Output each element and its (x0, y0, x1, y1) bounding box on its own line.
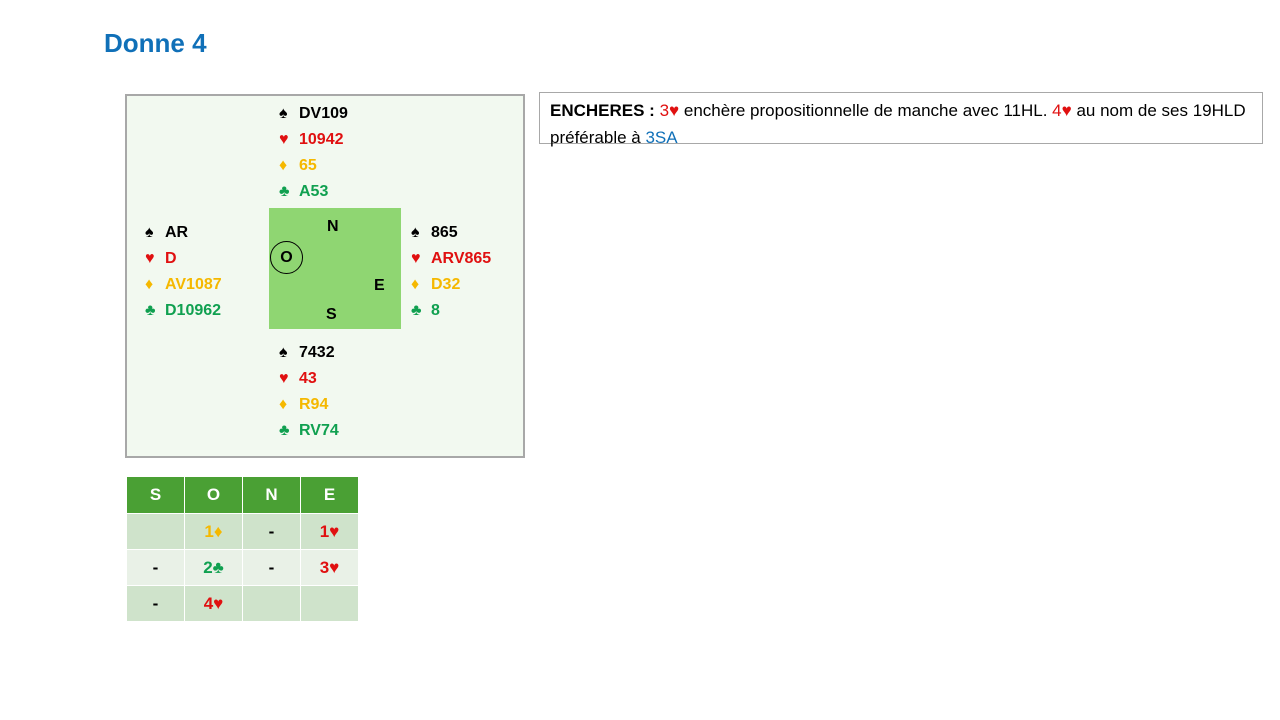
comment-bid-2: 4♥ (1052, 101, 1072, 120)
spade-icon: ♠ (279, 105, 288, 122)
west-diamonds: AV1087 (165, 276, 222, 293)
bid-cell: 1♥ (300, 513, 359, 550)
header-east: E (300, 476, 359, 514)
hand-east: ♠ 865 ♥ ARV865 ♦ D32 ♣ 8 (411, 220, 491, 324)
north-hearts: 10942 (299, 131, 344, 148)
header-south: S (126, 476, 185, 514)
comment-text-2: au nom de ses 19HLD préférable à (550, 101, 1246, 147)
bidding-header-row: S O N E (126, 476, 359, 514)
compass-north: N (327, 218, 339, 235)
spade-icon: ♠ (145, 224, 154, 241)
deal-diagram: ♠ DV109 ♥ 10942 ♦ 65 ♣ A53 ♠ AR ♥ D ♦ AV1087 ♣ D… (125, 94, 525, 458)
bidding-row: 1♦ - 1♥ (126, 513, 359, 550)
bidding-comment: ENCHERES : 3♥ enchère propositionnelle d… (539, 92, 1263, 147)
north-clubs: A53 (299, 183, 329, 200)
bid-cell: 2♣ (184, 549, 243, 586)
hand-west: ♠ AR ♥ D ♦ AV1087 ♣ D10962 (145, 220, 222, 324)
bid-cell (242, 585, 301, 622)
bid-cell: - (242, 549, 301, 586)
compass: N O E S (269, 208, 401, 329)
compass-east: E (374, 277, 385, 294)
compass-west-dealer: O (270, 241, 303, 274)
page-title: Donne 4 (104, 28, 207, 58)
bid-cell: - (126, 585, 185, 622)
south-hearts: 43 (299, 370, 317, 387)
west-clubs: D10962 (165, 302, 222, 319)
club-icon: ♣ (279, 183, 290, 200)
south-spades: 7432 (299, 344, 335, 361)
diamond-icon: ♦ (411, 276, 420, 293)
bid-cell (126, 513, 185, 550)
hand-north: ♠ DV109 ♥ 10942 ♦ 65 ♣ A53 (279, 101, 348, 205)
bid-cell: 3♥ (300, 549, 359, 586)
north-spades: DV109 (299, 105, 348, 122)
east-spades: 865 (431, 224, 458, 241)
bidding-table: S O N E 1♦ - 1♥ - 2♣ - 3♥ - 4♥ (126, 476, 359, 622)
comment-text-1: enchère propositionnelle de manche avec … (683, 101, 1048, 120)
heart-icon: ♥ (279, 131, 289, 148)
bidding-row: - 4♥ (126, 585, 359, 622)
bid-cell (300, 585, 359, 622)
heart-icon: ♥ (279, 370, 289, 387)
comment-bid-1: 3♥ (659, 101, 680, 120)
east-hearts: ARV865 (431, 250, 492, 267)
bidding-row: - 2♣ - 3♥ (126, 549, 359, 586)
heart-icon: ♥ (145, 250, 155, 267)
diamond-icon: ♦ (279, 157, 288, 174)
hand-south: ♠ 7432 ♥ 43 ♦ R94 ♣ RV74 (279, 340, 339, 444)
south-diamonds: R94 (299, 396, 329, 413)
bid-cell: - (126, 549, 185, 586)
bid-cell: - (242, 513, 301, 550)
east-diamonds: D32 (431, 276, 461, 293)
club-icon: ♣ (279, 422, 290, 439)
header-north: N (242, 476, 301, 514)
diamond-icon: ♦ (279, 396, 288, 413)
bid-cell: 4♥ (184, 585, 243, 622)
spade-icon: ♠ (411, 224, 420, 241)
bid-cell: 1♦ (184, 513, 243, 550)
comment-label: ENCHERES : (550, 101, 655, 120)
east-clubs: 8 (431, 302, 440, 319)
compass-south: S (326, 306, 337, 323)
header-west: O (184, 476, 243, 514)
west-spades: AR (165, 224, 189, 241)
comment-bid-3: 3SA (645, 128, 678, 147)
spade-icon: ♠ (279, 344, 288, 361)
club-icon: ♣ (411, 302, 422, 319)
heart-icon: ♥ (411, 250, 421, 267)
north-diamonds: 65 (299, 157, 317, 174)
diamond-icon: ♦ (145, 276, 154, 293)
west-hearts: D (165, 250, 177, 267)
club-icon: ♣ (145, 302, 156, 319)
south-clubs: RV74 (299, 422, 339, 439)
